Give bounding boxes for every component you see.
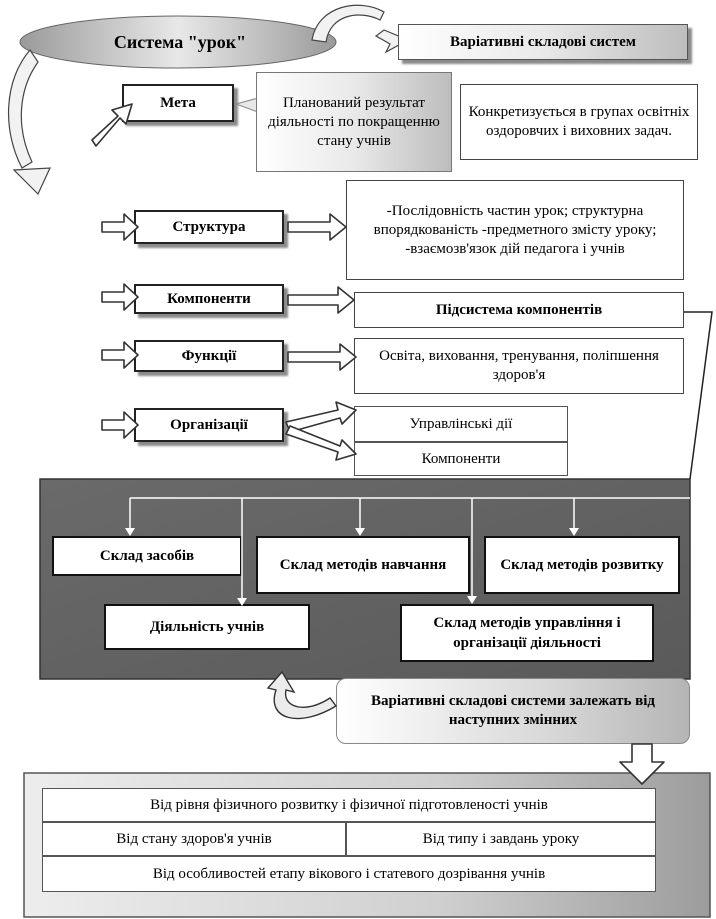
title-label: Система "урок" bbox=[113, 31, 247, 52]
components-description: Підсистема компонентів bbox=[354, 292, 684, 328]
title-ellipse bbox=[19, 15, 337, 69]
variable-lesson-type: Від типу і завдань уроку bbox=[346, 822, 656, 856]
organization-item-components: Компоненти bbox=[354, 442, 568, 476]
variable-age-maturation: Від особливостей етапу вікового і статев… bbox=[42, 856, 656, 892]
variable-physical-development: Від рівня фізичного розвитку і фізичної … bbox=[42, 788, 656, 822]
structure-label-box: Структура bbox=[134, 210, 284, 244]
meta-concrete-box: Конкретизується в групах освітніх оздоро… bbox=[460, 84, 698, 160]
variative-header: Варіативні складові систем bbox=[398, 24, 688, 60]
functions-description: Освіта, виховання, тренування, поліпшенн… bbox=[354, 338, 684, 394]
organization-label-box: Організації bbox=[134, 408, 284, 442]
student-activity-box: Діяльність учнів bbox=[104, 604, 310, 650]
organization-item-management: Управлінські дії bbox=[354, 406, 568, 442]
structure-description: -Послідовність частин урок; структурна в… bbox=[346, 180, 684, 280]
means-box: Склад засобів bbox=[52, 536, 242, 576]
teaching-methods-box: Склад методів навчання bbox=[256, 536, 470, 594]
curved-arrow-left bbox=[8, 49, 39, 169]
meta-label-box: Мета bbox=[122, 84, 234, 122]
dependency-callout: Варіативні складові системи залежать від… bbox=[336, 678, 690, 744]
management-methods-box: Склад методів управління і організації д… bbox=[400, 604, 654, 662]
functions-label-box: Функції bbox=[134, 340, 284, 372]
variable-health: Від стану здоров'я учнів bbox=[42, 822, 346, 856]
components-label-box: Компоненти bbox=[134, 284, 284, 314]
curved-arrow-top bbox=[311, 4, 385, 43]
development-methods-box: Склад методів розвитку bbox=[484, 536, 680, 594]
meta-callout: Планований результат діяльності по покра… bbox=[256, 72, 452, 172]
